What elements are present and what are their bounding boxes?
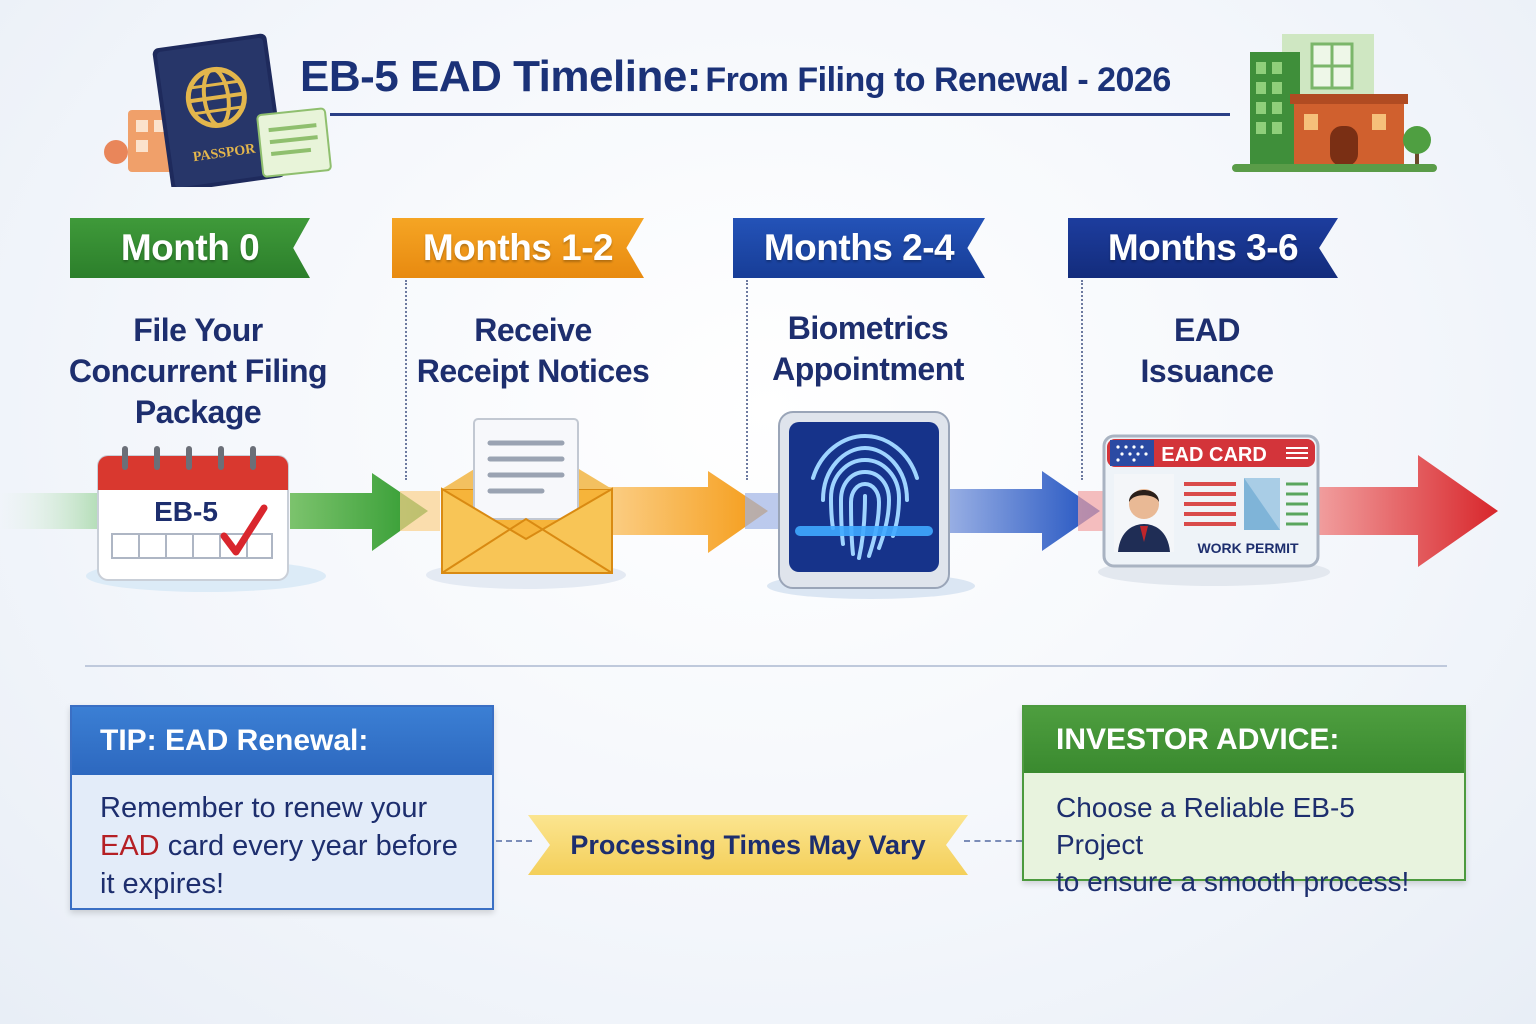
arrow-blue xyxy=(940,471,1100,551)
advice-heading: INVESTOR ADVICE: xyxy=(1024,707,1464,773)
step-2-period-banner: Months 2-4 xyxy=(733,218,985,278)
ribbon-right-connector xyxy=(964,840,1022,842)
investor-advice-box: INVESTOR ADVICE: Choose a Reliable EB-5 … xyxy=(1022,705,1466,897)
title-underline xyxy=(330,113,1230,116)
arrow-red xyxy=(1310,455,1498,567)
tip-line-2: EAD card every year before xyxy=(100,827,464,865)
tip-highlight: EAD xyxy=(100,830,160,862)
envelope-icon xyxy=(426,418,626,589)
step-3-line-2: Issuance xyxy=(1140,353,1274,389)
title-sub: From Filing to Renewal - 2026 xyxy=(705,61,1171,99)
advice-line-2: to ensure a smooth process! xyxy=(1056,866,1410,897)
arrow-green xyxy=(290,473,428,551)
tree-icon xyxy=(1403,126,1431,166)
step-3-description: EAD Issuance xyxy=(1100,310,1314,392)
arrow-orange xyxy=(600,471,768,553)
calendar-label: EB-5 xyxy=(154,496,218,527)
advice-body: Choose a Reliable EB-5 Project to ensure… xyxy=(1024,773,1464,916)
advice-line-1: Choose a Reliable EB-5 Project xyxy=(1056,792,1355,860)
step-3-line-1: EAD xyxy=(1173,312,1241,348)
step-1-period-banner: Months 1-2 xyxy=(392,218,644,278)
passport-illustration: PASSPOR xyxy=(104,33,332,187)
step-1-line-2: Receipt Notices xyxy=(416,353,650,389)
step-0-line-1: File Your xyxy=(133,312,263,348)
document-icon xyxy=(256,107,332,178)
tip-line-1: Remember to renew your xyxy=(100,792,428,824)
ead-card-footer: WORK PERMIT xyxy=(1197,540,1299,556)
page-title: EB-5 EAD Timeline: From Filing to Renewa… xyxy=(300,52,1260,108)
step-1-line-1: Receive xyxy=(474,312,592,348)
title-main: EB-5 EAD Timeline: xyxy=(300,52,701,101)
buildings-illustration xyxy=(1232,34,1437,172)
step-2-description: Biometrics Appointment xyxy=(740,308,996,390)
tip-body: Remember to renew your EAD card every ye… xyxy=(72,775,492,917)
band-fade xyxy=(0,493,110,529)
step-0-line-3: Package xyxy=(134,394,262,430)
calendar-icon: EB-5 xyxy=(86,446,326,592)
photo-portrait xyxy=(1114,474,1174,552)
checkmark-icon xyxy=(220,504,268,556)
step-3-leader-line xyxy=(1081,280,1083,480)
brick-building-icon xyxy=(1290,94,1408,166)
tip-line-3: it expires! xyxy=(100,868,225,900)
menu-lines-icon xyxy=(1286,447,1308,459)
tip-heading: TIP: EAD Renewal: xyxy=(72,707,492,775)
passport-icon: PASSPOR xyxy=(152,33,286,187)
flag-icon xyxy=(1110,440,1154,466)
tip-box: TIP: EAD Renewal: Remember to renew your… xyxy=(70,705,494,910)
letter-icon xyxy=(473,418,579,520)
ead-card-header: EAD CARD xyxy=(1161,444,1267,466)
step-0-period-banner: Month 0 xyxy=(70,218,310,278)
fingerprint-icon xyxy=(767,411,975,599)
step-1-leader-line xyxy=(405,280,407,480)
processing-times-ribbon: Processing Times May Vary xyxy=(528,815,968,875)
ead-card-icon: EAD CARD WORK PERMIT xyxy=(1098,434,1330,586)
step-1-description: Receive Receipt Notices xyxy=(398,310,668,392)
step-3-period-banner: Months 3-6 xyxy=(1068,218,1338,278)
section-divider xyxy=(85,665,1447,667)
ribbon-left-connector xyxy=(496,840,532,842)
step-0-line-2: Concurrent Filing xyxy=(68,353,328,389)
step-0-description: File Your Concurrent Filing Package xyxy=(50,310,346,433)
step-2-line-2: Appointment xyxy=(772,351,964,387)
step-2-leader-line xyxy=(746,280,748,480)
step-2-line-1: Biometrics xyxy=(787,310,949,346)
tip-line-2-rest: card every year before xyxy=(159,830,458,862)
